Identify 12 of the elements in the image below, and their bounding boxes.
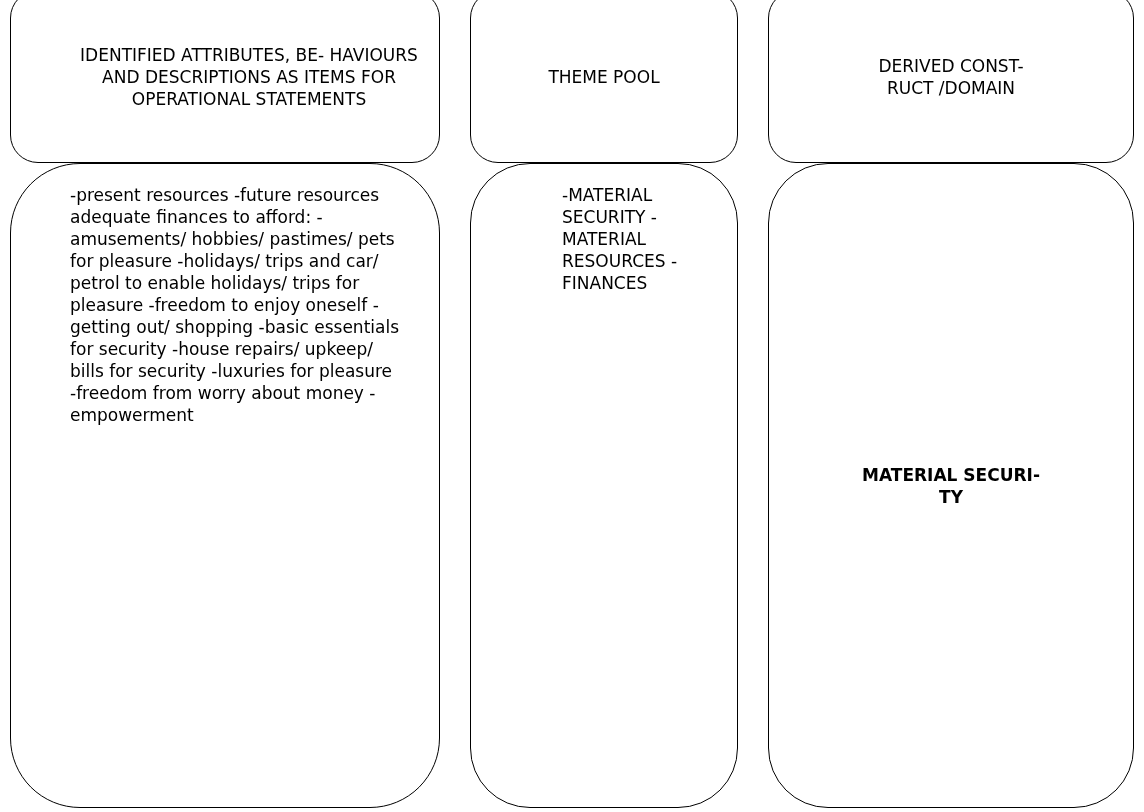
- rounded-box: [470, 163, 738, 808]
- rounded-box: [10, 0, 440, 163]
- construct-name: MATERIAL SECURI- TY: [861, 463, 1041, 508]
- rounded-box: [768, 0, 1134, 163]
- list-text: -present resources -future resources adequate finances to afford: -amusements/ hobbies/ pastimes/ pets for pleasure -holidays/ trips and car/ petrol to enable holidays/ trips for pleasure -freedom to enjoy oneself -getting out/ shopping -basic essentials for security -house repairs/ upkeep/ bills for security -luxuries for pleasure -freedom from worry about money -empowerment: [70, 184, 400, 426]
- column-heading: DERIVED CONST- RUCT /DOMAIN: [877, 54, 1025, 99]
- column-heading: IDENTIFIED ATTRIBUTES, BE- HAVIOURS AND DESCRIPTIONS AS ITEMS FOR OPERATIONAL STATEMENTS: [79, 43, 419, 110]
- rounded-box: [470, 0, 738, 163]
- rounded-box: [10, 163, 440, 808]
- list-text: -MATERIAL SECURITY -MATERIAL RESOURCES -FINANCES: [562, 184, 679, 294]
- rounded-box: [768, 163, 1134, 808]
- column-heading: THEME POOL: [547, 65, 661, 88]
